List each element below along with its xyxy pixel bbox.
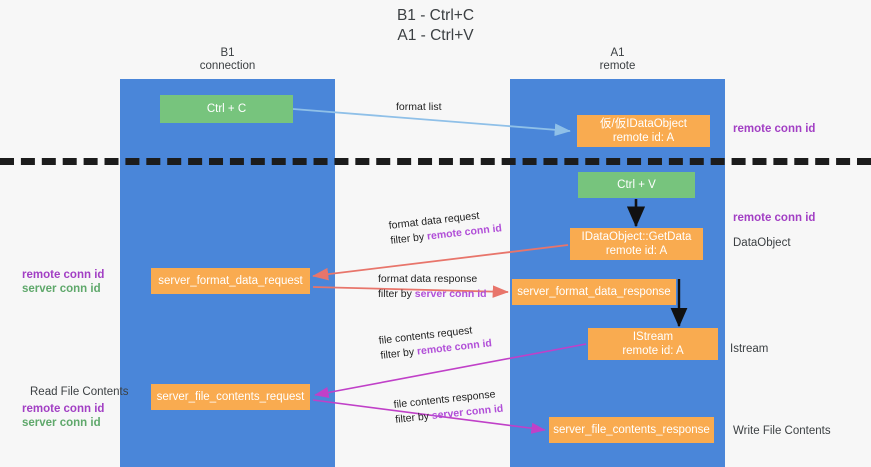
node-server-format-data-request-label: server_format_data_request: [158, 275, 303, 287]
label-remote-conn-id-top: remote conn id: [733, 123, 816, 135]
node-getdata-label: IDataObject::GetData: [581, 231, 692, 243]
lane-header-a1-name: A1: [610, 47, 625, 59]
node-ctrl-v-label: Ctrl + V: [617, 179, 656, 191]
node-istream-subtext: remote id: A: [622, 345, 684, 357]
node-server-file-contents-request[interactable]: server_file_contents_request: [151, 384, 310, 410]
node-ctrl-v[interactable]: Ctrl + V: [578, 172, 695, 198]
edge-label-format-data-response-line1: format data response: [378, 273, 478, 285]
node-ctrl-c[interactable]: Ctrl + C: [160, 95, 293, 123]
node-idataobject-subtext: remote id: A: [612, 132, 675, 144]
edge-label-file-contents-request: file contents request filter by remote c…: [378, 321, 493, 363]
label-server-conn-id-left-mid: server conn id: [22, 283, 101, 295]
edge-label-format-data-response-filter: filter by server conn id: [378, 287, 487, 302]
label-remote-conn-id-mid: remote conn id: [733, 212, 816, 224]
node-istream[interactable]: IStream remote id: A: [588, 328, 718, 360]
label-conn-ids-middle: remote conn id server conn id: [22, 268, 104, 296]
edge-label-format-list-line1: format list: [396, 101, 442, 113]
node-server-file-contents-response[interactable]: server_file_contents_response: [549, 417, 714, 443]
node-server-format-data-response[interactable]: server_format_data_response: [512, 279, 676, 305]
filter-prefix: filter by: [389, 230, 428, 247]
edge-label-format-data-response: format data response filter by server co…: [378, 272, 487, 302]
filter-prefix: filter by: [378, 288, 415, 300]
label-istream: Istream: [730, 343, 769, 355]
node-server-file-contents-response-label: server_file_contents_response: [553, 424, 710, 436]
lane-header-b1: B1 connection: [120, 47, 335, 73]
node-istream-label: IStream: [632, 331, 674, 343]
title-line-1: B1 - Ctrl+C: [396, 7, 475, 24]
filter-value-server-conn-id: server conn id: [414, 288, 487, 300]
label-server-conn-id-left-bottom: server conn id: [22, 417, 101, 429]
filter-prefix: filter by: [379, 345, 418, 362]
node-server-format-data-response-label: server_format_data_response: [517, 286, 671, 298]
label-dataobject: DataObject: [733, 237, 791, 249]
node-ctrl-c-label: Ctrl + C: [206, 103, 247, 115]
edge-label-format-data-request: format data request filter by remote con…: [388, 206, 503, 248]
section-divider: [0, 158, 871, 165]
node-server-file-contents-request-label: server_file_contents_request: [156, 391, 305, 403]
filter-prefix: filter by: [394, 410, 433, 426]
node-idataobject-label: 仮/仮IDataObject: [600, 118, 687, 130]
label-write-file-contents: Write File Contents: [733, 425, 831, 437]
node-idataobject-getdata[interactable]: IDataObject::GetData remote id: A: [570, 228, 703, 260]
node-idataobject[interactable]: 仮/仮IDataObject remote id: A: [577, 115, 710, 147]
label-conn-ids-bottom: remote conn id server conn id: [22, 402, 104, 430]
node-server-format-data-request[interactable]: server_format_data_request: [151, 268, 310, 294]
node-getdata-subtext: remote id: A: [605, 245, 668, 257]
lane-header-b1-sub: connection: [199, 60, 256, 72]
page-title: B1 - Ctrl+C A1 - Ctrl+V: [0, 6, 871, 46]
label-read-file-contents: Read File Contents: [30, 386, 129, 398]
lane-header-a1-sub: remote: [599, 60, 636, 72]
lane-header-b1-name: B1: [220, 47, 235, 59]
label-remote-conn-id-left-bottom: remote conn id: [22, 403, 105, 415]
lane-header-a1: A1 remote: [510, 47, 725, 73]
edge-label-file-contents-response: file contents response filter by server …: [393, 387, 504, 428]
title-line-2: A1 - Ctrl+V: [397, 27, 474, 44]
edge-label-format-list: format list: [396, 100, 442, 115]
label-remote-conn-id-left-mid: remote conn id: [22, 269, 105, 281]
